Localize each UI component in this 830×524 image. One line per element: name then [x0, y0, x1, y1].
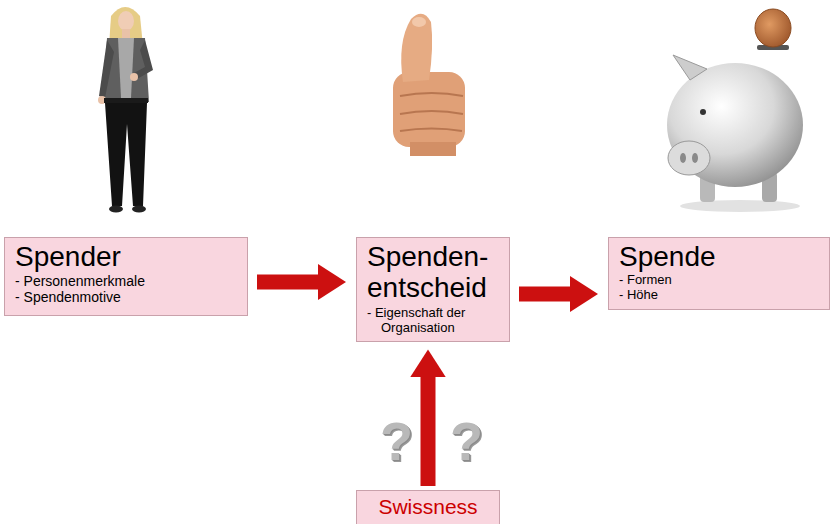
donor-box: Spender- Personenmerkmale- Spendenmotive	[4, 237, 248, 316]
snout	[668, 141, 710, 175]
node-title: Spenden- entscheid	[367, 242, 488, 304]
top	[118, 38, 134, 98]
hand	[130, 73, 138, 81]
block-arrow	[421, 376, 436, 486]
shoe	[132, 206, 146, 213]
woman-figure	[98, 7, 153, 213]
shadow	[680, 200, 800, 212]
node-title: Spender	[15, 242, 237, 273]
bullet-text: - Spendenmotive	[15, 289, 237, 305]
thumb	[401, 14, 432, 82]
donation-box: Spende- Formen- Höhe	[608, 237, 830, 310]
legs	[105, 103, 147, 206]
block-arrow	[257, 275, 319, 290]
bullet-text: - Personenmerkmale	[15, 273, 237, 289]
node-title: Swissness	[367, 495, 489, 519]
nostril	[680, 153, 686, 163]
shoe	[109, 206, 123, 213]
fist	[393, 72, 465, 147]
node-title: Spende	[619, 242, 819, 273]
pig-body	[667, 63, 803, 187]
coin	[755, 9, 791, 47]
wrist	[410, 142, 456, 156]
bullet-text: - Höhe	[619, 288, 819, 303]
question-mark: ?	[450, 414, 483, 468]
right-arm	[134, 40, 153, 79]
belt	[104, 98, 148, 103]
left-arm	[99, 40, 114, 98]
finger-lines	[400, 93, 463, 131]
bullet-text: - Formen	[619, 273, 819, 288]
nostril	[692, 153, 698, 163]
decision-box: Spenden- entscheid- Eigenschaft der Orga…	[356, 237, 510, 342]
face	[118, 11, 134, 31]
question-mark: ?	[380, 414, 413, 468]
swissness-box: Swissness	[356, 490, 500, 524]
thumbs-up-hand	[393, 14, 465, 156]
eye	[700, 109, 706, 115]
piggy-bank	[667, 9, 803, 212]
thumbnail	[412, 17, 426, 27]
block-arrow	[519, 287, 571, 302]
ear	[673, 55, 707, 80]
neck	[122, 29, 130, 38]
bullet-text: - Eigenschaft der Organisation	[367, 306, 499, 336]
